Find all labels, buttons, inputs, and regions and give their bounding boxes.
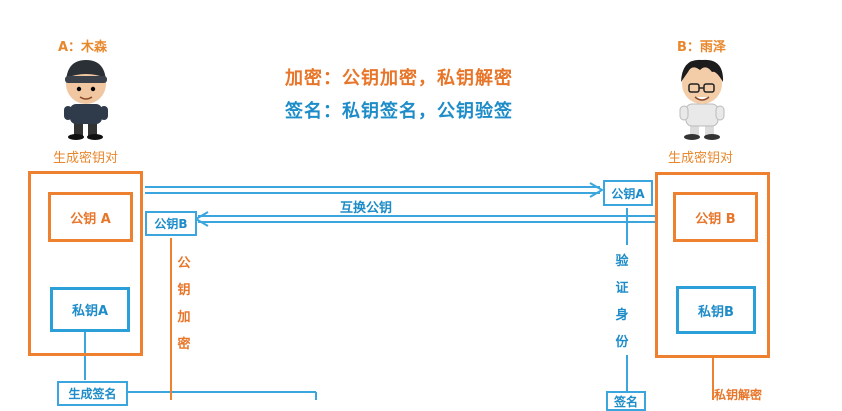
user-a-label: A：木森 [58,40,108,55]
public-key-encrypt-text: 公 钥 加 密 [177,256,191,352]
signature-tag: 签名 [606,391,646,411]
connector-lines [84,182,714,400]
private-key-b-box: 私钥B [676,286,756,334]
private-key-decrypt-text: 私钥解密 [714,388,763,402]
user-a-keypair-box [28,171,143,356]
public-key-a-box: 公钥 A [48,192,133,242]
user-a-generate-label: 生成密钥对 [53,151,119,166]
user-b-keypair-box [655,172,770,358]
private-key-a-box: 私钥A [50,287,130,332]
sign-rule-text: 签名：私钥签名，公钥验签 [285,101,513,122]
verify-identity-text: 验 证 身 份 [615,254,629,350]
exchange-keys-label: 互换公钥 [340,201,393,216]
public-key-b-box: 公钥 B [673,192,758,242]
received-public-key-a-tag: 公钥A [603,180,653,206]
generate-signature-tag: 生成签名 [57,381,128,406]
received-public-key-b-tag: 公钥B [145,211,197,236]
encrypt-rule-text: 加密：公钥加密，私钥解密 [285,68,513,89]
user-b-generate-label: 生成密钥对 [668,151,734,166]
user-b-label: B：雨泽 [677,40,726,55]
